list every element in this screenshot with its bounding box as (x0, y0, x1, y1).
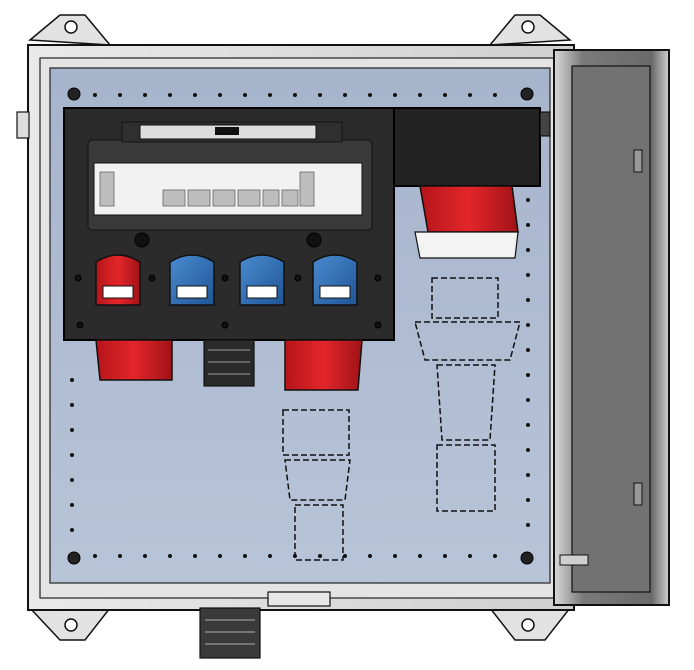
top-right-housing (393, 107, 551, 259)
socket-blue-1 (169, 254, 215, 306)
cee-plug-icon (414, 277, 521, 512)
cee-socket-icon (95, 339, 363, 391)
open-door (553, 49, 670, 606)
bottom-cable-gland (199, 591, 331, 659)
cable-gland-icon (203, 339, 255, 387)
socket-blue-3 (312, 254, 358, 306)
socket-red (95, 254, 141, 306)
socket-blue-2 (239, 254, 285, 306)
mounting-bracket-icon (28, 14, 572, 641)
cee-plug-icon-2 (282, 409, 351, 561)
hinge-icon (633, 149, 643, 506)
